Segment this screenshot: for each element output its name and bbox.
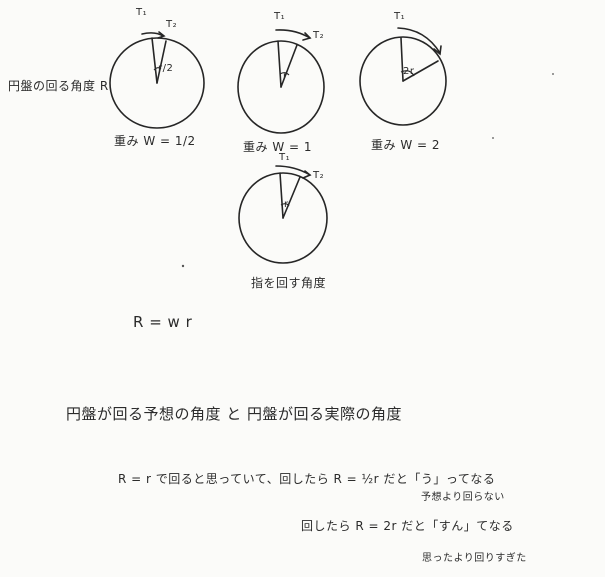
tension-1-label: T₁	[136, 7, 148, 18]
stray-dot	[492, 137, 494, 139]
disk-diagram-weight-half	[109, 31, 205, 129]
tension-2-label: T₂	[313, 30, 325, 41]
disk-diagram-weight-two	[359, 27, 447, 126]
disk-diagram-finger-angle	[238, 165, 328, 264]
angle-arc	[400, 70, 415, 77]
rotated-radius-line	[282, 176, 301, 219]
note-line-1: R = r で回ると思っていて、回したら R = ½r だと「う」ってなる	[118, 472, 496, 486]
note-line-2-sub: 思ったより回りすぎた	[422, 553, 527, 564]
stray-dot	[181, 264, 185, 268]
rotation-arrow	[141, 32, 164, 37]
finger-angle-caption: 指を回す角度	[251, 276, 327, 290]
note-line-2: 回したら R = 2r だと「すん」てなる	[301, 519, 514, 533]
disk-circle	[238, 172, 328, 264]
disk-circle	[109, 37, 205, 129]
rotation-arrow	[397, 27, 441, 54]
angle-label: r/2	[158, 63, 174, 74]
radius-line	[151, 37, 158, 84]
tension-2-label: T₂	[313, 170, 325, 181]
weight-caption: 重み W = 2	[371, 138, 440, 152]
angle-label: r	[284, 199, 289, 210]
tension-1-label: T₁	[394, 11, 406, 22]
weight-caption: 重み W = 1	[243, 140, 312, 154]
arrow-head	[302, 32, 312, 41]
radius-line	[277, 40, 282, 88]
radius-line	[400, 37, 404, 82]
tension-1-label: T₁	[279, 152, 291, 163]
heading: 円盤が回る予想の角度 と 円盤が回る実際の角度	[66, 405, 403, 423]
rotated-radius-line	[280, 44, 298, 88]
angle-arc	[153, 67, 162, 71]
angle-arc	[279, 72, 290, 76]
arrow-head	[302, 170, 312, 179]
rotation-arrow	[275, 29, 311, 39]
tension-1-label: T₁	[274, 11, 286, 22]
tension-2-label: T₂	[166, 19, 178, 30]
arrow-head	[157, 31, 166, 39]
angle-label: 2r	[403, 66, 415, 77]
rotated-radius-line	[156, 40, 167, 84]
weight-caption: 重み W = 1/2	[114, 134, 196, 148]
stray-dot	[552, 73, 554, 75]
disk-circle	[237, 40, 325, 134]
formula: R = w r	[133, 313, 193, 331]
radius-line	[279, 172, 284, 219]
angle-arc	[280, 203, 290, 207]
disk-circle	[359, 36, 447, 126]
arrow-head	[433, 45, 442, 56]
rotated-radius-line	[402, 60, 439, 82]
disk-angle-label: 円盤の回る角度 R	[8, 79, 109, 93]
note-line-1-sub: 予想より回らない	[421, 492, 505, 503]
angle-label: r	[283, 71, 288, 82]
disk-diagram-weight-one	[237, 29, 325, 134]
